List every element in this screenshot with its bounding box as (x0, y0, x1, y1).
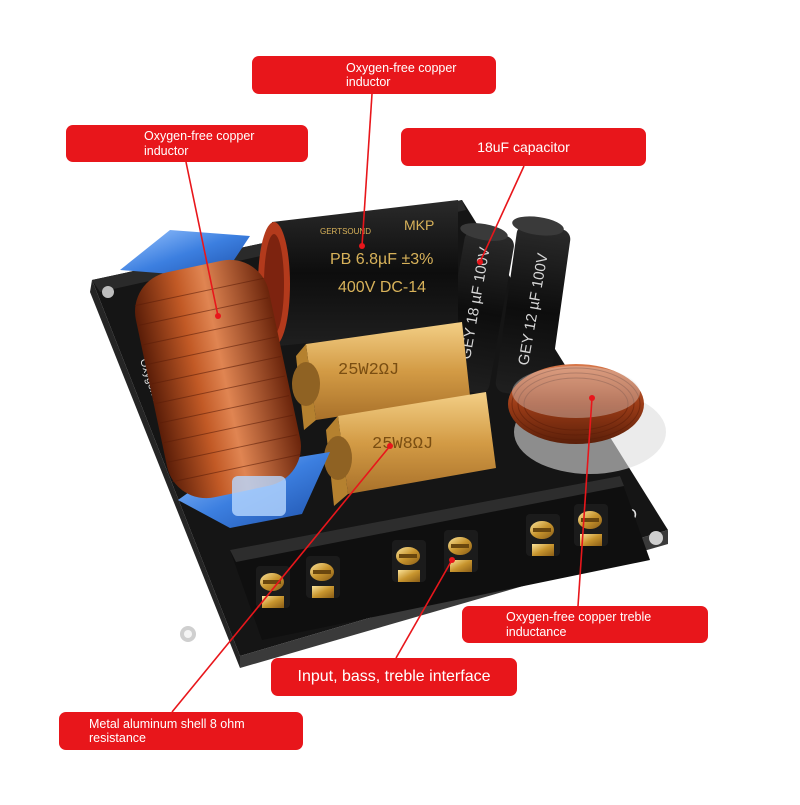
mkp-rating: 400V DC-14 (338, 279, 426, 296)
mkp-film-capacitor: GERTSOUND MKP PB 6.8µF ±3% 400V DC-14 (258, 200, 458, 346)
pointer-line-left-inductor (185, 161, 219, 317)
pointer-line-treble (577, 397, 593, 607)
pointer-line-capacitor (479, 165, 525, 263)
pointer-lines (171, 93, 593, 713)
resistor-2ohm-marking: 25W2ΩJ (338, 361, 399, 380)
terminal-block (230, 476, 650, 640)
callout-treble-inductance: Oxygen-free copper treble inductance (462, 606, 708, 643)
callout-capacitor-text: 18uF capacitor (477, 138, 570, 155)
callout-interface: Input, bass, treble interface (271, 658, 517, 696)
mkp-brand: GERTSOUND (320, 227, 371, 236)
aluminum-resistor-2ohm: 25W2ΩJ (292, 322, 470, 430)
pointer-line-interface (395, 559, 453, 659)
callout-resistor: Metal aluminum shell 8 ohm resistance (59, 712, 303, 750)
callout-top-inductor-text: Oxygen-free copper inductor (346, 60, 457, 89)
callout-left-inductor: Oxygen-free copper inductor (66, 125, 308, 162)
treble-inductor (508, 364, 666, 474)
callout-capacitor: 18uF capacitor (401, 128, 646, 166)
electrolytic-capacitor-12uf: GEY 12 µF 100V (495, 216, 571, 398)
screw-terminal (392, 540, 426, 582)
callout-resistor-text: Metal aluminum shell 8 ohm resistance (89, 716, 245, 745)
screw-terminal (574, 504, 608, 546)
bass-inductor (120, 230, 330, 528)
screw-terminal (306, 556, 340, 598)
mkp-type: MKP (404, 217, 434, 233)
screw-terminal (444, 530, 478, 572)
mkp-value: PB 6.8µF ±3% (330, 251, 433, 268)
callout-left-inductor-text: Oxygen-free copper inductor (144, 129, 255, 158)
screw-terminal (256, 566, 290, 608)
screw-terminal (526, 514, 560, 556)
pointer-line-resistor (171, 445, 391, 713)
callout-interface-text: Input, bass, treble interface (297, 667, 491, 685)
pointer-line-top-inductor (361, 93, 373, 247)
callout-top-inductor: Oxygen-free copper inductor (252, 56, 496, 94)
callout-treble-inductance-text: Oxygen-free copper treble inductance (506, 610, 652, 639)
resistor-8ohm-marking: 25W8ΩJ (372, 435, 433, 454)
pointer-dots (215, 243, 595, 563)
